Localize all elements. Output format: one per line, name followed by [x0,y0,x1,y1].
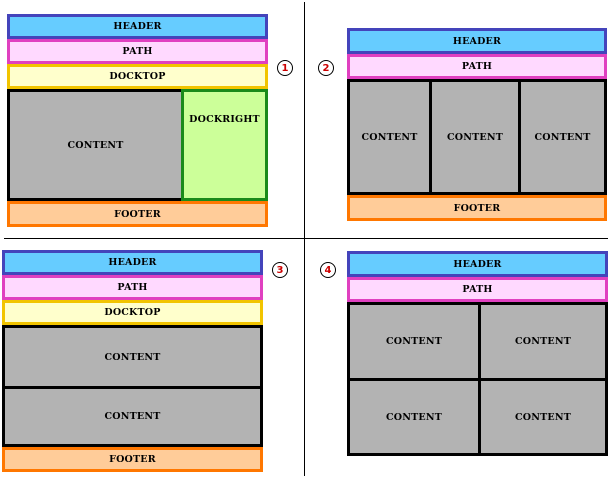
layout-3-docktop: DOCKTOP [2,300,263,325]
layout-3-path: PATH [2,275,263,300]
layout-4-number-badge: 4 [320,262,336,278]
layout-1-content: CONTENT [7,89,184,201]
layout-4-content-2: CONTENT [478,302,608,381]
vertical-divider [304,2,305,476]
layout-1-docktop: DOCKTOP [7,64,268,89]
layout-3-content-1: CONTENT [2,325,263,389]
layout-4-content-1: CONTENT [347,302,481,381]
layout-4-header: HEADER [347,251,608,277]
layout-2-content-2: CONTENT [429,79,521,195]
horizontal-divider [4,238,608,239]
layout-3-footer: FOOTER [2,447,263,472]
layout-3-content-2: CONTENT [2,386,263,447]
layout-4-content-4: CONTENT [478,378,608,456]
layout-2-path: PATH [347,54,607,79]
layout-2-number-badge: 2 [318,60,334,76]
layout-1-dockright: DOCKRIGHT [181,89,268,201]
layout-3-number-badge: 3 [272,262,288,278]
layout-2-content-3: CONTENT [518,79,607,195]
layout-1-footer: FOOTER [7,201,268,227]
layout-1-number-badge: 1 [277,60,293,76]
layout-2-header: HEADER [347,28,607,54]
layout-4-path: PATH [347,277,608,302]
layout-2-content-1: CONTENT [347,79,432,195]
layout-2-footer: FOOTER [347,195,607,221]
layout-1-header: HEADER [7,14,268,39]
layout-1-path: PATH [7,39,268,64]
layout-4-content-3: CONTENT [347,378,481,456]
layout-3-header: HEADER [2,250,263,275]
